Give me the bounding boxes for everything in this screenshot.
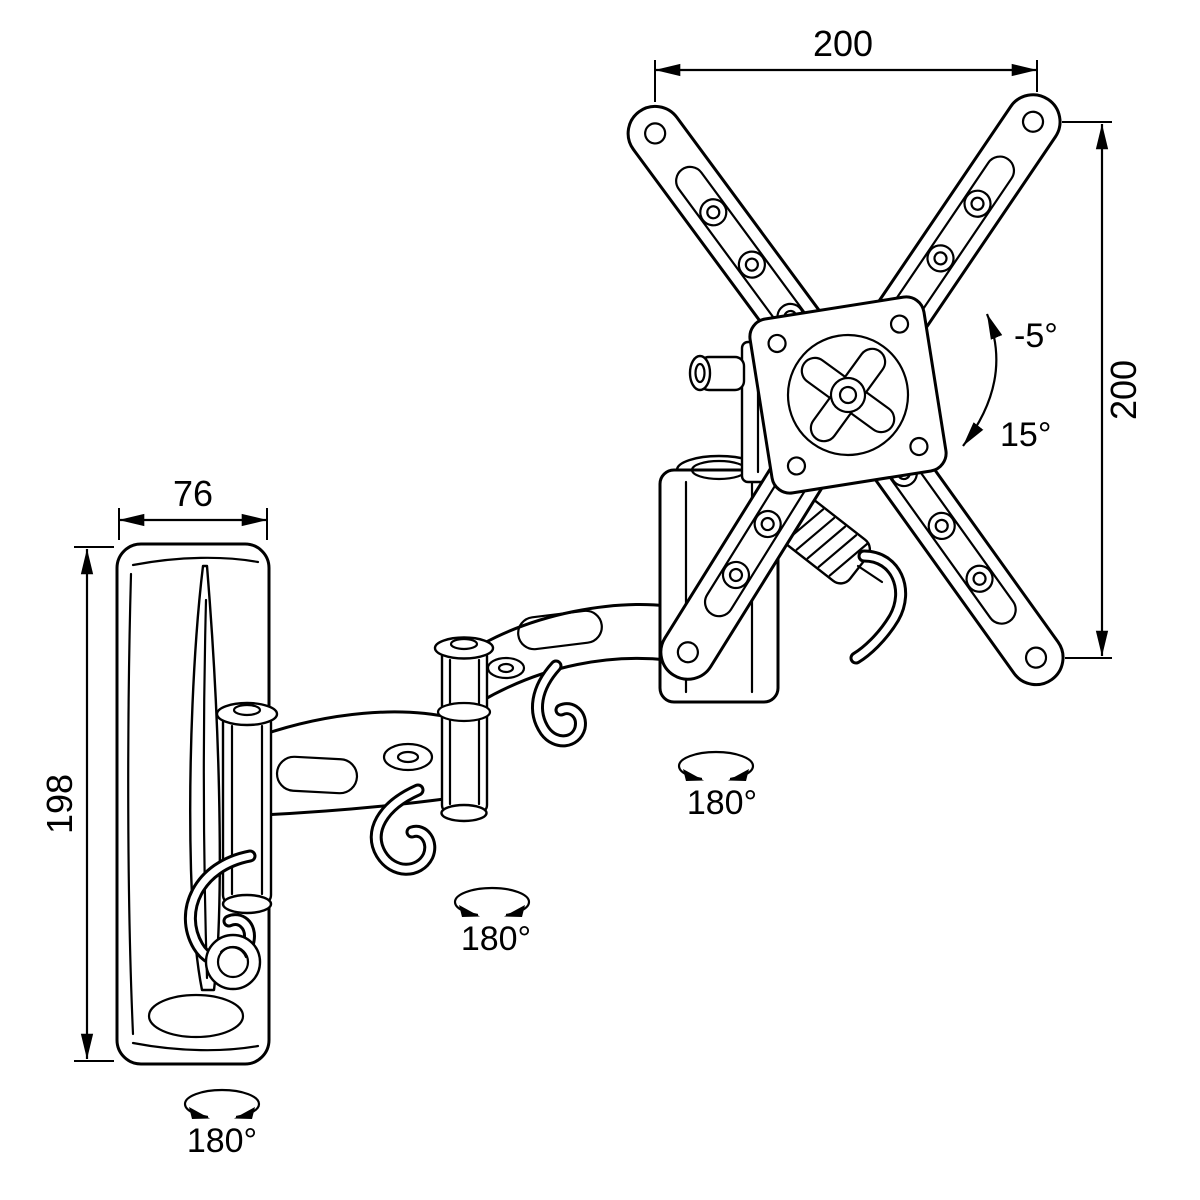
swivel-indicator-middle: 180°	[453, 886, 531, 958]
arm-link-1	[247, 710, 464, 817]
arm-tip-hole	[1024, 646, 1048, 669]
cable-hook-middle	[369, 783, 437, 876]
vesa-center-plate	[748, 295, 948, 495]
wall-plate-bottom-edge	[131, 1041, 260, 1052]
arm-tip-hole	[676, 641, 699, 664]
swivel-indicator-head: 180°	[677, 750, 757, 822]
plate-screw-hole	[767, 333, 787, 354]
cable-hook-head	[531, 659, 587, 748]
rotation-arrow	[459, 905, 480, 917]
tilt-down-angle-label: 15°	[1000, 416, 1051, 454]
arm-link-2	[466, 603, 679, 704]
dimension-vesa-height: 200	[1062, 121, 1144, 659]
arm-link-1-boss	[382, 742, 434, 772]
swivel-joint-wall	[215, 701, 279, 915]
plate-screw-hole	[889, 314, 910, 334]
wall-plate-top-edge	[131, 556, 260, 567]
plate-hub-ring	[786, 333, 910, 457]
arm-link-2-body	[466, 603, 679, 704]
rotation-arrow	[683, 769, 704, 781]
plate-center-bolt	[829, 376, 867, 414]
vesa-height-dim-label: 200	[1103, 360, 1144, 420]
wall-plate-inner-edge	[127, 572, 135, 1036]
plate-screw-hole	[786, 456, 807, 476]
dimension-vesa-width: 200	[654, 23, 1038, 102]
rotation-arrow	[728, 769, 749, 781]
tilt-angle-indicator: -5° 15°	[962, 313, 1058, 454]
tension-knob	[204, 933, 262, 991]
arm-link-1-slot	[275, 755, 359, 795]
arm-tip-hole	[1021, 110, 1045, 133]
wall-bracket-blade-line	[202, 598, 209, 980]
rotation-arrow	[189, 1107, 210, 1119]
arm-link-2-boss	[486, 656, 526, 680]
rotation-arrow	[504, 905, 525, 917]
plate-screw-hole	[909, 436, 929, 457]
tilt-knob	[688, 354, 746, 392]
swivel-angle-label-head: 180°	[687, 784, 757, 822]
wall-plate-width-dim-label: 76	[173, 473, 213, 514]
wall-joint-cylinder	[221, 712, 273, 906]
rotation-arrow	[234, 1107, 255, 1119]
swivel-angle-label-middle: 180°	[461, 920, 531, 958]
tilt-arrow-arc	[962, 313, 1003, 447]
safety-hook-gate	[856, 564, 884, 584]
arm-link-2-slot	[517, 609, 603, 651]
swivel-angle-label-wall: 180°	[187, 1122, 257, 1160]
wall-plate-slot-hole	[147, 993, 245, 1039]
arm-tip-hole	[644, 122, 667, 145]
swivel-joint-middle	[433, 636, 495, 823]
dimension-wall-plate-width: 76	[118, 473, 268, 540]
safety-hook	[849, 549, 908, 665]
vesa-width-dim-label: 200	[813, 23, 873, 64]
wall-plate-height-dim-label: 198	[39, 774, 80, 834]
dimension-wall-plate-height: 198	[39, 546, 114, 1062]
tilt-up-angle-label: -5°	[1014, 317, 1058, 355]
swivel-indicator-wall: 180°	[183, 1088, 261, 1160]
middle-joint-cylinder	[440, 646, 489, 815]
